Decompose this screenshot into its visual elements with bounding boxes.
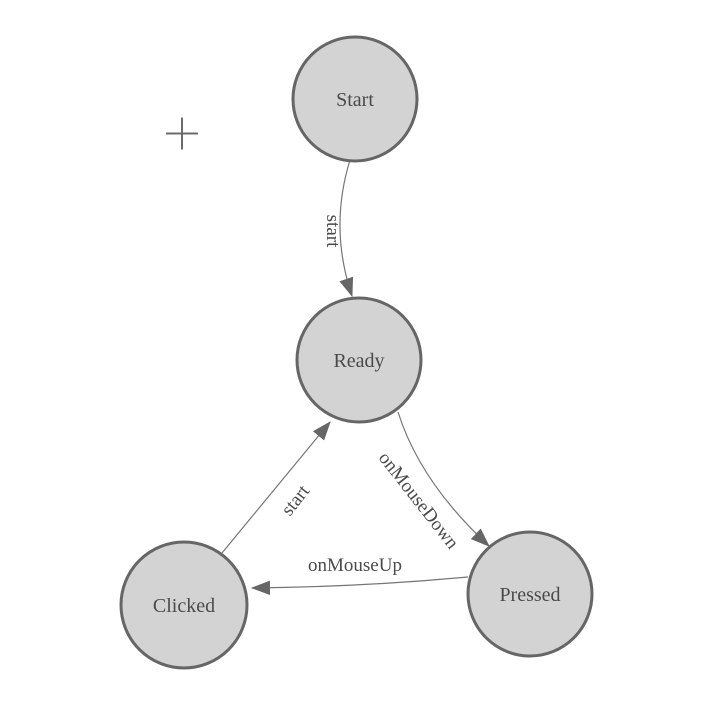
edge-label-start-1: start — [322, 215, 343, 248]
edge-start-to-ready[interactable]: start — [322, 159, 354, 298]
state-node-start[interactable]: Start — [291, 35, 419, 163]
state-node-clicked-label: Clicked — [153, 595, 215, 617]
edge-pressed-to-clicked-path[interactable] — [250, 576, 469, 596]
edge-label-onmousedown: onMouseDown — [374, 448, 463, 554]
state-node-pressed-label: Pressed — [499, 584, 560, 606]
state-node-ready-label: Ready — [333, 350, 384, 372]
edge-pressed-to-clicked[interactable]: onMouseUp — [250, 555, 469, 596]
edge-clicked-to-ready[interactable]: start — [221, 421, 331, 554]
state-node-ready-circle[interactable] — [295, 296, 423, 424]
state-node-start-circle[interactable] — [291, 35, 419, 163]
state-node-pressed-circle[interactable] — [466, 530, 594, 658]
state-node-start-label: Start — [336, 89, 374, 111]
edge-label-onmouseup: onMouseUp — [308, 555, 402, 576]
state-node-pressed[interactable]: Pressed — [466, 530, 594, 658]
state-node-clicked[interactable]: Clicked — [119, 540, 249, 670]
edge-start-to-ready-path[interactable] — [339, 159, 354, 298]
edge-label-start-2: start — [277, 481, 314, 520]
plus-icon[interactable] — [166, 117, 198, 150]
edge-ready-to-pressed-path[interactable] — [397, 411, 490, 547]
edge-ready-to-pressed[interactable]: onMouseDown — [374, 411, 490, 554]
state-node-clicked-circle[interactable] — [119, 540, 249, 670]
state-node-ready[interactable]: Ready — [295, 296, 423, 424]
edge-clicked-to-ready-path[interactable] — [221, 421, 331, 554]
